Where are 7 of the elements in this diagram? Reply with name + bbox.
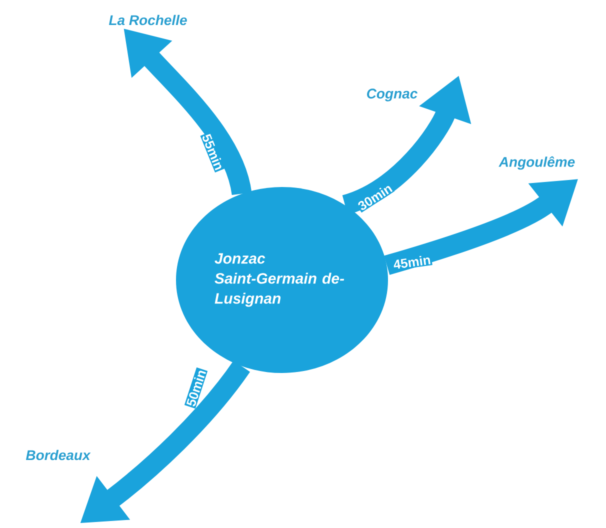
city-label: Bordeaux: [26, 450, 91, 460]
city-label: Angoulême: [498, 156, 575, 170]
duration-label: 50min: [184, 367, 208, 409]
city-label: Cognac: [367, 88, 418, 102]
duration-label: 45min: [392, 254, 432, 270]
city-label: La Rochelle: [108, 14, 187, 26]
duration-label: 55min: [200, 132, 226, 172]
